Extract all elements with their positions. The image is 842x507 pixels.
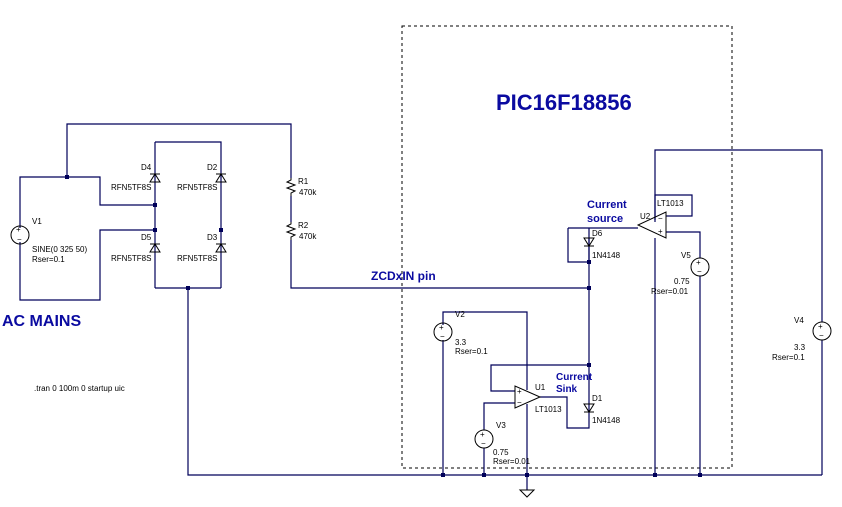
svg-text:+: + — [16, 225, 21, 234]
v5-name: V5 — [681, 251, 691, 260]
v3-name: V3 — [496, 421, 506, 430]
diode-d6 — [583, 237, 595, 247]
svg-text:+: + — [480, 430, 485, 439]
v5-value: 0.75 — [674, 277, 690, 286]
svg-text:−: − — [440, 332, 445, 341]
svg-text:−: − — [481, 439, 486, 448]
d1-value: 1N4148 — [592, 416, 621, 425]
svg-text:+: + — [818, 322, 823, 331]
u1-name: U1 — [535, 383, 546, 392]
zcd-pin-label: ZCDxIN pin — [371, 269, 436, 283]
d6-value: 1N4148 — [592, 251, 621, 260]
current-source-label-line1: Current — [587, 199, 627, 211]
v1-rser: Rser=0.1 — [32, 255, 65, 264]
d1-name: D1 — [592, 394, 603, 403]
voltage-source-v4: + − — [812, 321, 832, 341]
voltage-source-v3: + − — [474, 429, 494, 449]
v4-value: 3.3 — [794, 343, 806, 352]
opamp-u1: + − — [514, 385, 542, 409]
opamp-u2: − + — [636, 211, 667, 239]
svg-text:+: + — [658, 227, 663, 236]
v5-rser: Rser=0.01 — [651, 287, 689, 296]
v3-value: 0.75 — [493, 448, 509, 457]
voltage-source-v5: + − — [690, 257, 710, 277]
d2-name: D2 — [207, 163, 218, 172]
v1-value: SINE(0 325 50) — [32, 245, 87, 254]
v4-rser: Rser=0.1 — [772, 353, 805, 362]
current-sink-label-line2: Sink — [556, 384, 578, 395]
d2-value: RFN5TF8S — [177, 183, 217, 192]
diode-d4 — [149, 173, 161, 183]
v2-rser: Rser=0.1 — [455, 347, 488, 356]
u1-value: LT1013 — [535, 405, 562, 414]
d4-value: RFN5TF8S — [111, 183, 151, 192]
current-source-label-line2: source — [587, 213, 623, 225]
v3-rser: Rser=0.01 — [493, 457, 531, 466]
v2-value: 3.3 — [455, 338, 467, 347]
d5-name: D5 — [141, 233, 152, 242]
v4-name: V4 — [794, 316, 804, 325]
v2-name: V2 — [455, 310, 465, 319]
ac-mains-label: AC MAINS — [2, 313, 81, 330]
svg-text:−: − — [819, 331, 824, 340]
svg-text:−: − — [17, 235, 22, 244]
resistor-r2 — [285, 222, 297, 240]
junctions — [65, 175, 702, 477]
diode-d2 — [215, 173, 227, 183]
svg-text:−: − — [658, 214, 663, 223]
svg-text:−: − — [697, 267, 702, 276]
voltage-source-v2: + − — [433, 322, 453, 342]
wires — [19, 123, 823, 490]
sim-directive: .tran 0 100m 0 startup uic — [34, 384, 125, 393]
svg-text:+: + — [696, 258, 701, 267]
d4-name: D4 — [141, 163, 152, 172]
voltage-source-v1: + − — [10, 225, 30, 245]
ground-icon — [518, 489, 536, 498]
diode-d3 — [215, 243, 227, 253]
svg-text:+: + — [439, 323, 444, 332]
r2-name: R2 — [298, 221, 309, 230]
resistor-r1 — [285, 178, 297, 196]
current-sink-label-line1: Current — [556, 372, 593, 383]
u2-value: LT1013 — [657, 199, 684, 208]
r1-name: R1 — [298, 177, 309, 186]
chip-boundary — [401, 25, 733, 469]
u2-name: U2 — [640, 212, 651, 221]
diode-d5 — [149, 243, 161, 253]
v1-name: V1 — [32, 217, 42, 226]
svg-text:+: + — [517, 387, 522, 396]
svg-text:−: − — [517, 398, 522, 407]
d6-name: D6 — [592, 229, 603, 238]
chip-title: PIC16F18856 — [496, 90, 632, 115]
r1-value: 470k — [299, 188, 317, 197]
d3-name: D3 — [207, 233, 218, 242]
r2-value: 470k — [299, 232, 317, 241]
d5-value: RFN5TF8S — [111, 254, 151, 263]
d3-value: RFN5TF8S — [177, 254, 217, 263]
diode-d1 — [583, 403, 595, 413]
